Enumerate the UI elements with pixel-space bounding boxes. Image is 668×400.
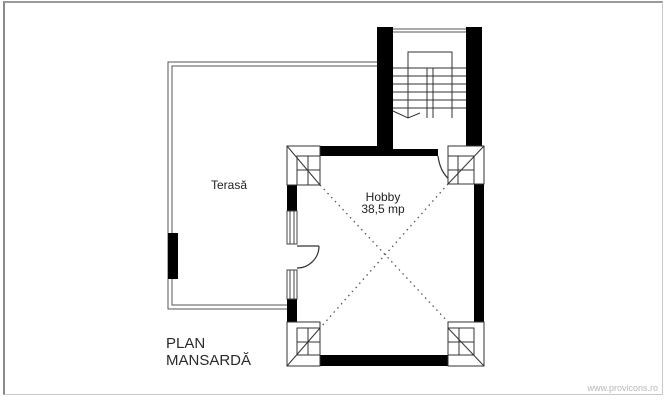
corner-column-top-left xyxy=(286,145,321,186)
corner-column-bottom-right xyxy=(447,321,485,367)
room-label-hobby: Hobby 38,5 mp xyxy=(352,191,414,215)
left-window xyxy=(286,210,298,300)
terrace-pillar xyxy=(168,233,178,279)
plan-title: PLAN MANSARDĂ xyxy=(166,335,251,369)
hobby-room-walls xyxy=(287,146,484,366)
stair-walls xyxy=(377,27,482,152)
corner-column-bottom-left xyxy=(286,321,321,367)
corner-column-top-right xyxy=(447,145,485,185)
image-frame xyxy=(3,1,663,395)
room-name-hobby: Hobby xyxy=(365,190,401,204)
staircase xyxy=(392,51,466,119)
watermark: www.provicons.ro xyxy=(587,383,658,393)
terrace-outline xyxy=(167,61,378,310)
plan-title-line2: MANSARDĂ xyxy=(166,352,252,369)
roof-diagonals xyxy=(319,183,449,329)
room-label-terasa: Terasă xyxy=(211,178,248,192)
room-area-hobby: 38,5 mp xyxy=(361,202,405,216)
stair-window xyxy=(393,28,466,33)
terrace-door xyxy=(296,245,320,269)
plan-title-line1: PLAN xyxy=(166,335,206,352)
